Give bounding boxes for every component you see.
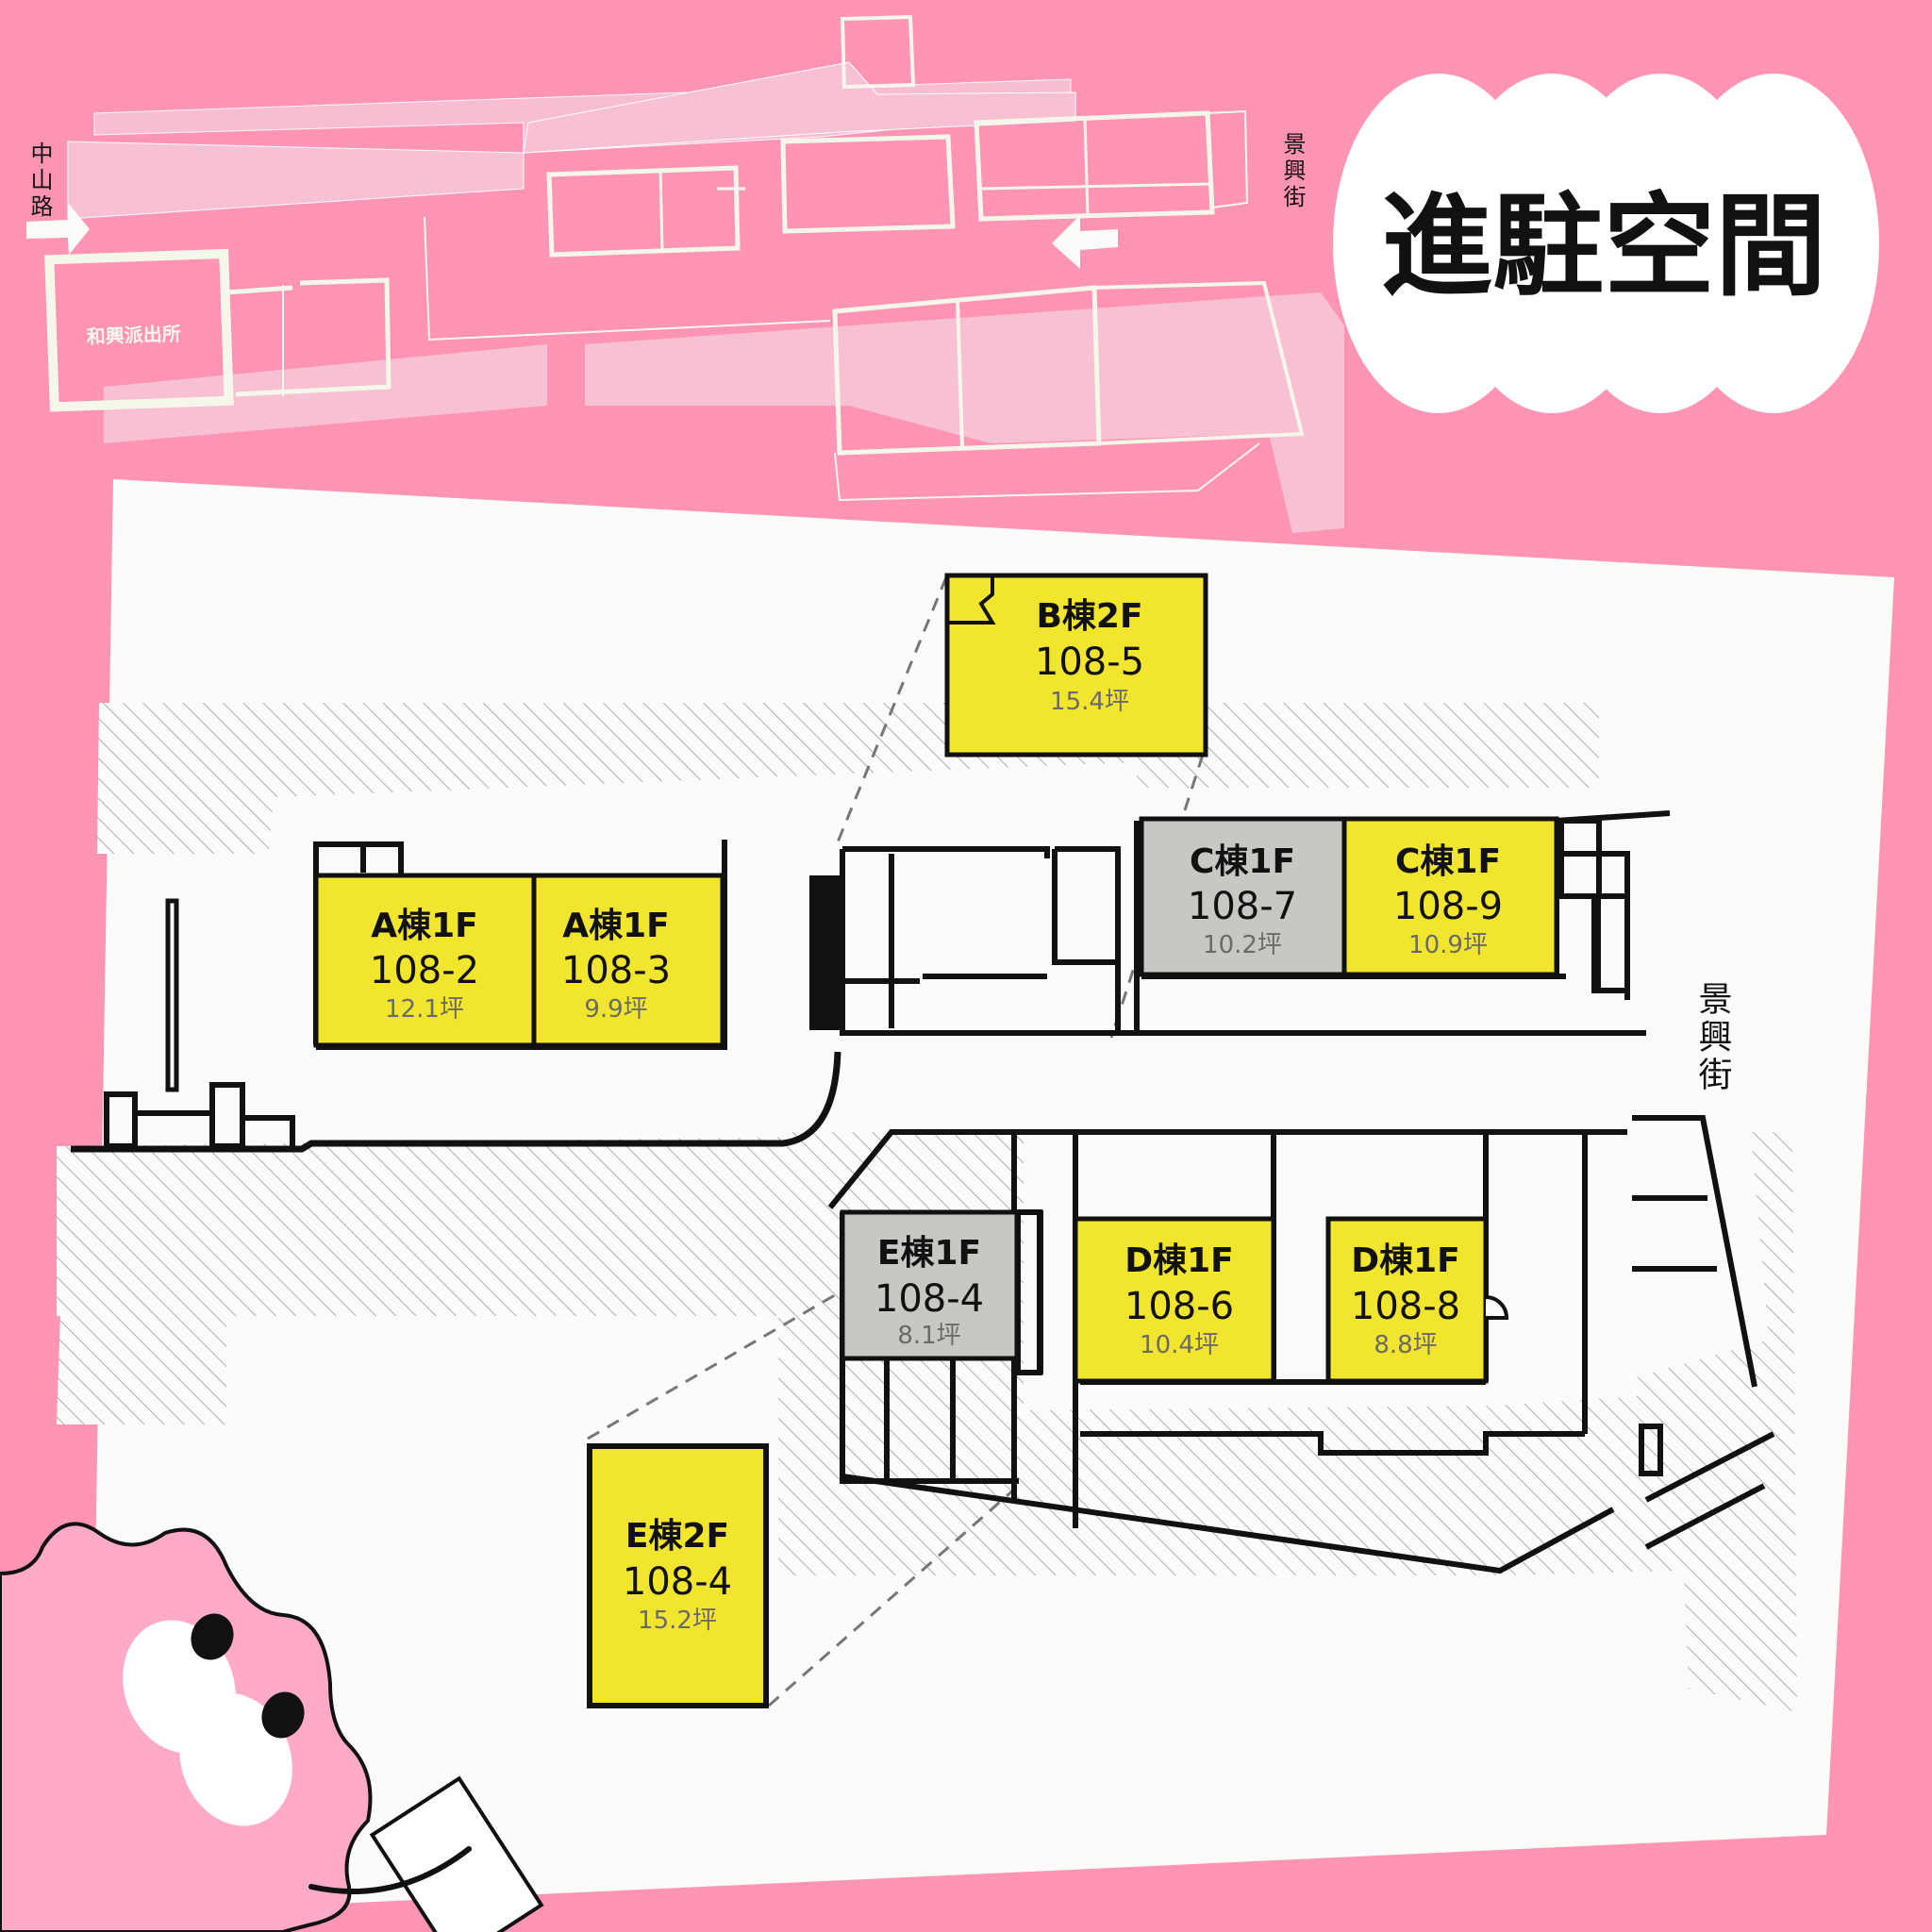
unit-code: 108-3: [561, 949, 671, 992]
unit-code: 108-4: [874, 1277, 984, 1321]
mascot-card: [369, 1775, 544, 1932]
unit-building: A棟1F: [562, 907, 670, 945]
police-station-outline: [44, 248, 234, 412]
unit-area: 8.8坪: [1374, 1331, 1437, 1359]
unit-building: E棟2F: [625, 1517, 729, 1556]
unit-building: E棟1F: [877, 1234, 981, 1273]
unit-code: 108-5: [1035, 641, 1144, 684]
title-cloud: 進駐空間: [1333, 74, 1879, 413]
unit-e1-108-4[interactable]: E棟1F 108-4 8.1坪: [840, 1209, 1020, 1361]
unit-a-108-2[interactable]: A棟1F 108-2 12.1坪: [313, 873, 537, 1048]
mascot: [0, 1522, 544, 1932]
arrow-right-icon: [26, 203, 90, 255]
unit-area: 15.2坪: [638, 1607, 717, 1635]
unit-code: 108-7: [1188, 885, 1297, 928]
unit-code: 108-2: [370, 949, 479, 992]
unit-e2-108-4[interactable]: E棟2F 108-4 15.2坪: [587, 1443, 769, 1708]
page-title: 進駐空間: [1381, 181, 1826, 311]
unit-area: 10.2坪: [1203, 931, 1282, 959]
overview-map: 和興派出所 中山路 景興街: [26, 14, 1344, 533]
unit-building: A棟1F: [371, 907, 478, 945]
street-label-jingxing: 景興街: [1693, 981, 1733, 1094]
unit-building: C棟1F: [1395, 842, 1501, 881]
unit-a-108-3[interactable]: A棟1F 108-3 9.9坪: [531, 873, 725, 1048]
street-label-zhongshan: 中山路: [26, 142, 53, 221]
unit-building: D棟1F: [1351, 1241, 1460, 1280]
unit-building: C棟1F: [1190, 842, 1295, 881]
unit-c-108-7[interactable]: C棟1F 108-7 10.2坪: [1139, 816, 1347, 977]
unit-d-108-8[interactable]: D棟1F 108-8 8.8坪: [1325, 1216, 1509, 1384]
unit-area: 8.1坪: [897, 1322, 960, 1350]
unit-area: 15.4坪: [1050, 688, 1129, 716]
unit-code: 108-6: [1124, 1285, 1234, 1328]
unit-area: 10.4坪: [1140, 1331, 1219, 1359]
unit-code: 108-9: [1393, 885, 1503, 928]
unit-d-108-6[interactable]: D棟1F 108-6 10.4坪: [1073, 1216, 1276, 1384]
unit-code: 108-8: [1351, 1285, 1460, 1328]
unit-area: 10.9坪: [1408, 931, 1488, 959]
unit-c-108-9[interactable]: C棟1F 108-9 10.9坪: [1341, 816, 1559, 977]
unit-code: 108-4: [623, 1560, 732, 1604]
street-label-jingxing-top: 景興街: [1279, 132, 1306, 211]
unit-building: D棟1F: [1124, 1241, 1234, 1280]
arrow-left-icon: [1052, 215, 1118, 269]
landmark-police-station: 和興派出所: [86, 323, 181, 348]
unit-area: 12.1坪: [385, 995, 464, 1024]
unit-b-108-5[interactable]: B棟2F 108-5 15.4坪: [944, 573, 1208, 758]
unit-building: B棟2F: [1036, 597, 1142, 636]
unit-area: 9.9坪: [584, 995, 647, 1024]
